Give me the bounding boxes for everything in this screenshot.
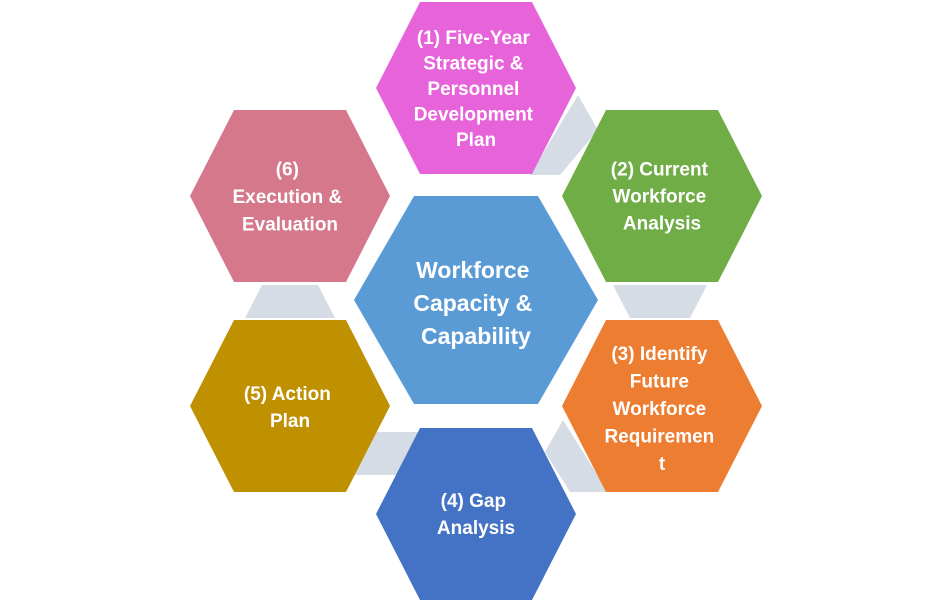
stage-6-line-3: Evaluation bbox=[242, 214, 338, 235]
hexagon-shape bbox=[376, 428, 576, 600]
connector-1-2 bbox=[530, 95, 598, 175]
hexagon-shape bbox=[376, 2, 576, 174]
hexagon-shape bbox=[190, 110, 390, 282]
stage-3-line-5: t bbox=[659, 454, 666, 475]
hexagon-stage-1-five-year-plan: (1) Five-Year Strategic & Personnel Deve… bbox=[376, 2, 576, 174]
stage-3-label: (3) Identify Future Workforce Requiremen… bbox=[604, 344, 719, 475]
stage-1-line-4: Development bbox=[414, 105, 534, 126]
stage-4-line-2: Analysis bbox=[437, 518, 515, 539]
stage-1-line-2: Strategic & bbox=[423, 54, 524, 75]
connector-2-3 bbox=[613, 285, 707, 318]
hexagon-shape bbox=[562, 320, 762, 492]
stage-2-line-1: (2) Current bbox=[611, 160, 709, 181]
stage-3-line-3: Workforce bbox=[613, 399, 707, 420]
stage-1-line-1: (1) Five-Year bbox=[417, 28, 531, 49]
stage-5-line-1: (5) Action bbox=[244, 384, 331, 405]
stage-6-line-2: Execution & bbox=[232, 187, 342, 208]
hexagon-shape bbox=[562, 110, 762, 282]
hexagon-shape bbox=[190, 320, 390, 492]
hexagon-center-workforce-capacity: Workforce Capacity & Capability bbox=[354, 196, 598, 404]
stage-3-line-4: Requiremen bbox=[604, 426, 714, 447]
stage-2-label: (2) Current Workforce Analysis bbox=[611, 160, 713, 235]
stage-4-line-1: (4) Gap bbox=[441, 491, 506, 512]
stage-1-line-3: Personnel bbox=[427, 79, 519, 100]
stage-2-line-3: Analysis bbox=[623, 214, 701, 235]
center-line-1: Workforce bbox=[416, 257, 529, 283]
connector-3-4 bbox=[545, 420, 608, 492]
center-label: Workforce Capacity & Capability bbox=[413, 257, 538, 349]
hexagon-stage-3-future-workforce-requirement: (3) Identify Future Workforce Requiremen… bbox=[562, 320, 762, 492]
center-line-2: Capacity & bbox=[413, 290, 532, 316]
stage-6-line-1: (6) bbox=[276, 159, 299, 180]
center-line-3: Capability bbox=[421, 323, 531, 349]
stage-4-label: (4) Gap Analysis bbox=[437, 491, 515, 539]
hexagon-stage-6-execution-evaluation: (6) Execution & Evaluation bbox=[190, 110, 390, 282]
stage-2-line-2: Workforce bbox=[613, 187, 707, 208]
hexagon-stage-5-action-plan: (5) Action Plan bbox=[190, 320, 390, 492]
hexagon-stage-2-current-workforce-analysis: (2) Current Workforce Analysis bbox=[562, 110, 762, 282]
stage-3-line-1: (3) Identify bbox=[611, 344, 707, 365]
hexagon-shape bbox=[354, 196, 598, 404]
stage-3-line-2: Future bbox=[630, 371, 689, 392]
stage-5-line-2: Plan bbox=[270, 411, 310, 432]
stage-5-label: (5) Action Plan bbox=[244, 384, 336, 432]
stage-1-line-5: Plan bbox=[456, 130, 496, 151]
stage-1-label: (1) Five-Year Strategic & Personnel Deve… bbox=[414, 28, 539, 151]
connector-5-6 bbox=[245, 285, 335, 318]
stage-6-label: (6) Execution & Evaluation bbox=[232, 159, 347, 235]
hexagon-stage-4-gap-analysis: (4) Gap Analysis bbox=[376, 428, 576, 600]
